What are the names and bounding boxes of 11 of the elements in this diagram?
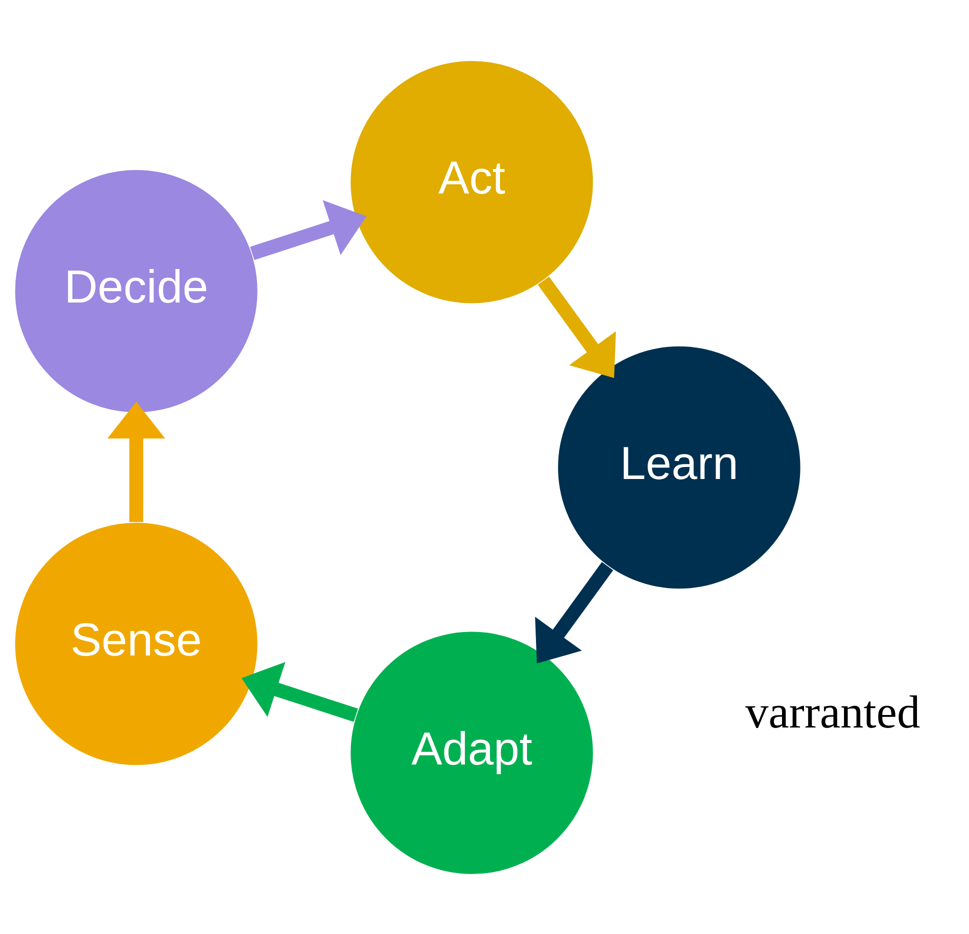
node-circle: Sense [14, 520, 259, 766]
node-circle: Act [349, 58, 594, 304]
arrow [250, 200, 367, 260]
node-circle: Adapt [349, 630, 594, 876]
node-circle: Decide [14, 168, 259, 414]
arrow [107, 401, 166, 522]
node-circle: Learn [556, 344, 802, 590]
arrow [535, 562, 614, 663]
arrow [242, 661, 358, 722]
arrow [538, 276, 616, 378]
label: varranted [745, 687, 920, 738]
